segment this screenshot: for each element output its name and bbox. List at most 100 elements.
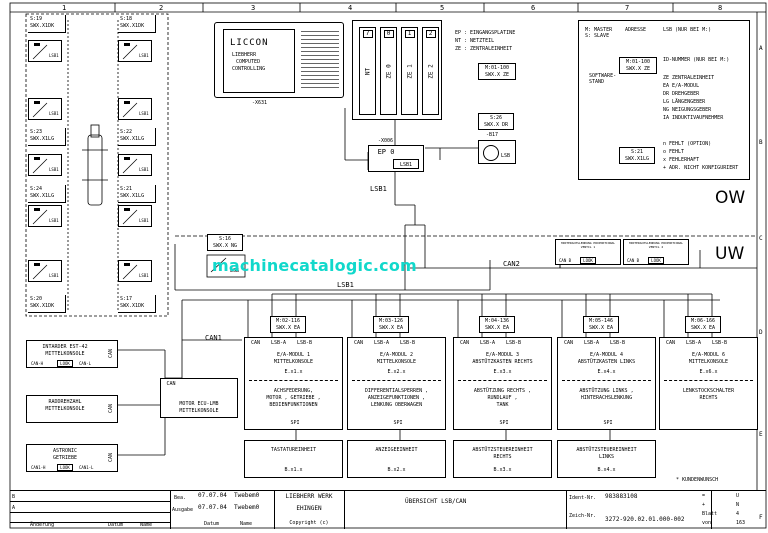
rotary-sensor: LSB — [478, 140, 516, 164]
column-number: 2 — [159, 4, 164, 12]
liccon-line-3: CONTROLLING — [232, 66, 266, 72]
left-module: S:20 SWX.X1DK — [28, 295, 66, 313]
sensor-box: LSB1 — [28, 98, 62, 120]
valve-box: HINTERACHSLENKUNG PROPORTIONAL VENTIL 1 … — [555, 239, 621, 265]
key-abbrev: NG NEIGUNGSGEBER — [663, 107, 712, 113]
liccon-line-2: COMPUTED — [236, 59, 261, 65]
left-module: S:19 SWX.X1DK — [28, 15, 66, 33]
sensor-box: LSB1 — [28, 205, 62, 227]
ea-code-box: M:02-116 SWX.X EA — [270, 316, 306, 333]
key-abbrev: DR DREHGEBER — [663, 91, 700, 97]
ea-module: CAN LSB-A LSB-B E/A-MODUL 1 MITTELKONSOL… — [244, 337, 343, 430]
sensor-box: LSB1 — [118, 260, 152, 282]
column-number: 8 — [718, 4, 723, 12]
legend-key: M: MASTER S: SLAVE ADRESSE LSB (NUR BEI … — [578, 20, 750, 180]
ea-module: CAN LSB-A LSB-B E/A-MODUL 6 MITTELKONSOL… — [659, 337, 758, 430]
liccon-keypad — [301, 31, 339, 91]
rack-slot: 0 ZE 0 — [380, 27, 397, 115]
row-letter: A — [759, 45, 763, 52]
sensor-box: LSB1 — [28, 40, 62, 62]
lsb1-label-ep: LSB1 — [370, 185, 387, 193]
s16-box: S:16 SWX.X NG — [207, 234, 243, 251]
left-module: S:18 SWX.X1DK — [118, 15, 156, 33]
left-module: S:24 SWX.X1LG — [28, 185, 66, 203]
key-abbrev: IA INDUKTIVAUFNEHMER — [663, 115, 724, 121]
ea-code-box: M:06-166 SWX.X EA — [685, 316, 721, 333]
legend-ze: ZE : ZENTRALEINHEIT — [455, 46, 513, 52]
row-letter: F — [759, 514, 763, 521]
key-abbrev: EA E/A-MODUL — [663, 83, 700, 89]
motor-ecu: CAN MOTOR ECU-LMB MITTELKONSOLE — [160, 378, 238, 418]
can2-label: CAN2 — [503, 260, 520, 268]
left-module: S:23 SWX.X1LG — [28, 128, 66, 146]
key-mark: o FEHLT — [663, 149, 685, 155]
ow-label: OW — [715, 188, 746, 208]
column-number: 7 — [625, 4, 630, 12]
uw-label: UW — [715, 244, 745, 264]
s26-pin: -B17 — [486, 132, 499, 138]
can1-label: CAN1 — [205, 334, 222, 342]
key-mark: n FEHLT (OPTION) — [663, 141, 712, 147]
ep0-pin-top: -X006 — [378, 138, 394, 144]
column-number: 4 — [348, 4, 353, 12]
left-unit: RADDREHZAHL MITTELKONSOLE CAN — [26, 395, 118, 423]
key-mark: + ADR. NICHT KONFIGURIERT — [663, 165, 739, 171]
row-letter: E — [759, 431, 763, 438]
left-module: S:21 SWX.X1LG — [118, 185, 156, 203]
title-block: B A Änderung Datum Name Bea. 07.07.04 Tw… — [10, 490, 766, 529]
ep0-title: EP 0 — [377, 148, 395, 156]
watermark: machinecatalogic.com — [212, 256, 417, 275]
left-module: S:22 SWX.X1LG — [118, 128, 156, 146]
ea-code-box: M:03-126 SWX.X EA — [373, 316, 409, 333]
ep0-board: EP 0 LSB1 — [368, 145, 424, 172]
rack-slot: 2 ZE 2 — [422, 27, 439, 115]
column-number: 5 — [440, 4, 445, 12]
row-letter: C — [759, 235, 763, 242]
ident-number: 983883108 — [605, 493, 638, 500]
drawing-title: ÜBERSICHT LSB/CAN — [405, 498, 467, 505]
central-rack: 7 NT 0 ZE 0 1 ZE 1 2 ZE 2 — [352, 20, 442, 120]
sensor-box: LSB1 — [118, 205, 152, 227]
column-number: 3 — [251, 4, 256, 12]
ea-module: CAN LSB-A LSB-B E/A-MODUL 4 ABSTÜTZKASTE… — [557, 337, 656, 430]
left-module: S:17 SWX.X1DK — [118, 295, 156, 313]
liccon-title: LICCON — [230, 38, 269, 48]
liccon-ref: -X631 — [252, 100, 268, 106]
ea-code-box: M:05-146 SWX.X EA — [583, 316, 619, 333]
row-letter: D — [759, 329, 763, 336]
key-abbrev: ZE ZENTRALEINHEIT — [663, 75, 715, 81]
row-letter: B — [759, 139, 763, 146]
sub-unit: ABSTÜTZSTEUEREINHEIT LINKS B.x4.x — [557, 440, 656, 478]
sensor-box: LSB1 — [118, 154, 152, 176]
kundenwunsch-note: * KUNDENWUNSCH — [676, 477, 719, 483]
sub-unit: ANZEIGEEINHEIT B.x2.x — [347, 440, 446, 478]
rack-slot: 1 ZE 1 — [401, 27, 418, 115]
sub-unit: ABSTÜTZSTEUEREINHEIT RECHTS B.x3.x — [453, 440, 552, 478]
sensor-box: LSB1 — [28, 154, 62, 176]
rack-slot: 7 NT — [359, 27, 376, 115]
key-mark: x FEHLERHAFT — [663, 157, 700, 163]
drawing-number: 3272-920.02.01.000-002 — [605, 516, 685, 523]
ea-module: CAN LSB-A LSB-B E/A-MODUL 2 MITTELKONSOL… — [347, 337, 446, 430]
ea-code-box: M:04-136 SWX.X EA — [479, 316, 515, 333]
sensor-box: LSB1 — [118, 98, 152, 120]
liccon-monitor: LICCON LIEBHERR COMPUTED CONTROLLING — [214, 22, 344, 98]
sensor-box: LSB1 — [28, 260, 62, 282]
sensor-box: LSB1 — [118, 40, 152, 62]
m-box: M:01-100 SWX.X ZE — [478, 63, 516, 80]
s26-box: S:26 SWX.X DR — [478, 113, 514, 130]
liccon-line-1: LIEBHERR — [232, 52, 257, 58]
legend-ep: EP : EINGANGSPLATINE — [455, 30, 516, 36]
column-number: 1 — [62, 4, 67, 12]
lsb1-bus-label: LSB1 — [337, 281, 354, 289]
valve-box: HINTERACHSLENKUNG PROPORTIONAL VENTIL 2 … — [623, 239, 689, 265]
sub-unit: TASTATUREINHEIT B.x1.x — [244, 440, 343, 478]
column-number: 6 — [531, 4, 536, 12]
legend-nt: NT : NETZTEIL — [455, 38, 495, 44]
ea-module: CAN LSB-A LSB-B E/A-MODUL 3 ABSTÜTZKASTE… — [453, 337, 552, 430]
s16-sensor-label: LSB — [230, 268, 240, 274]
key-abbrev: LG LÄNGENGEBER — [663, 99, 706, 105]
